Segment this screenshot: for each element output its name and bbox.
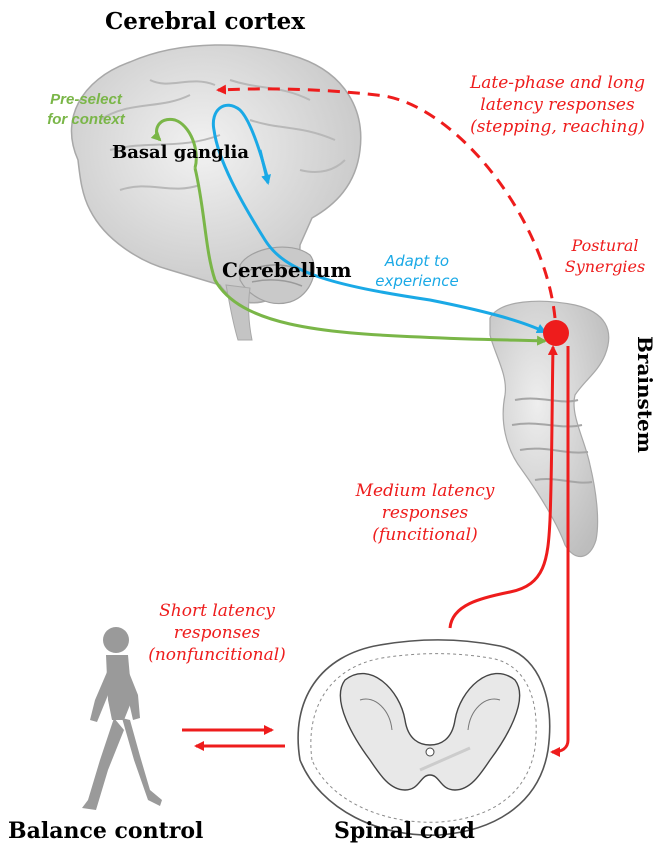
spinal-cord-illustration bbox=[298, 640, 550, 835]
cerebral-cortex-label: Cerebral cortex bbox=[105, 8, 305, 35]
postural-synergies-node bbox=[543, 320, 569, 346]
medium-latency-annotation: Medium latency responses (funcitional) bbox=[340, 480, 510, 546]
postural-synergies-annotation: Postural Synergies bbox=[555, 236, 655, 278]
cerebellum-label: Cerebellum bbox=[222, 258, 352, 282]
late-phase-annotation: Late-phase and long latency responses (s… bbox=[460, 72, 655, 138]
preselect-annotation: Pre-select for context bbox=[36, 90, 136, 129]
short-latency-annotation: Short latency responses (nonfuncitional) bbox=[132, 600, 302, 666]
basal-ganglia-label: Basal ganglia bbox=[112, 142, 249, 163]
spinal-cord-label: Spinal cord bbox=[334, 818, 475, 844]
balance-control-label: Balance control bbox=[8, 818, 203, 844]
adapt-annotation: Adapt to experience bbox=[362, 252, 472, 291]
